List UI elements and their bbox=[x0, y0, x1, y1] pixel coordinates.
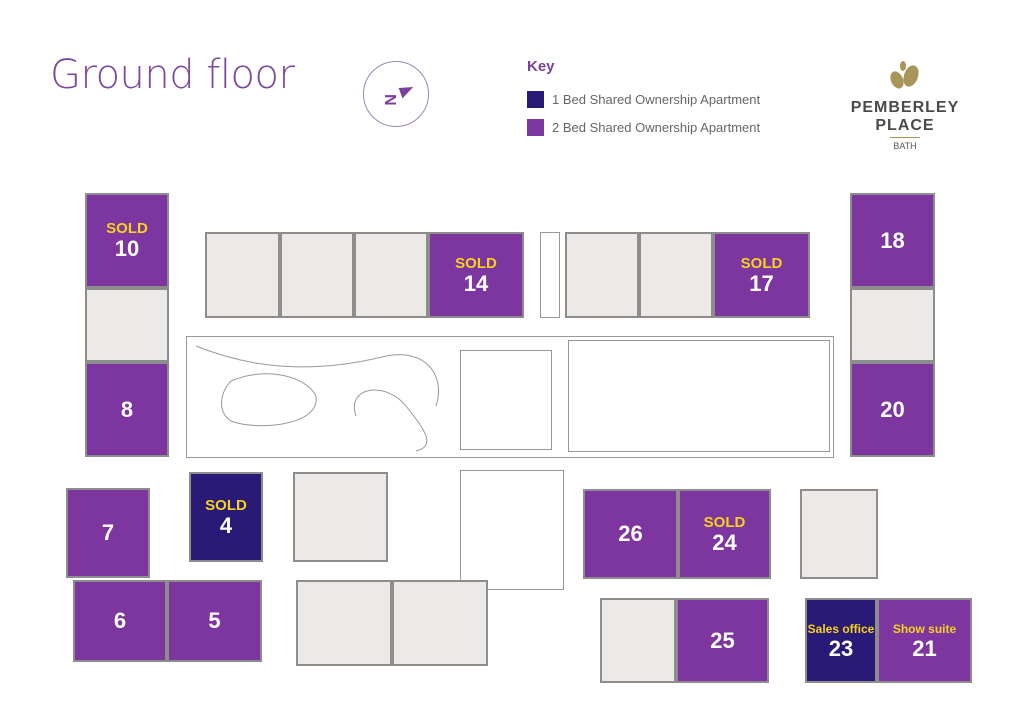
unit-number: 24 bbox=[712, 529, 737, 555]
compass: N bbox=[363, 61, 429, 127]
landscaping-outline bbox=[195, 345, 440, 452]
unit-number: 20 bbox=[880, 396, 905, 422]
unavailable-unit bbox=[280, 232, 354, 318]
unavailable-unit bbox=[85, 288, 169, 362]
unit-label: Sales office bbox=[807, 621, 875, 636]
legend-label: 1 Bed Shared Ownership Apartment bbox=[552, 91, 761, 107]
garden-area bbox=[568, 340, 830, 452]
unavailable-unit bbox=[565, 232, 639, 318]
unit-number: 17 bbox=[749, 270, 774, 296]
unavailable-unit bbox=[205, 232, 280, 318]
unit-5[interactable]: 5 bbox=[167, 580, 262, 662]
unit-number: 10 bbox=[114, 236, 140, 261]
courtyard-outline bbox=[186, 336, 834, 458]
unavailable-unit bbox=[293, 472, 388, 562]
unavailable-unit bbox=[296, 580, 392, 666]
unit-18[interactable]: 18 bbox=[850, 193, 935, 288]
unit-number: 23 bbox=[828, 635, 854, 661]
unit-26[interactable]: 26 bbox=[583, 489, 678, 579]
unavailable-unit bbox=[354, 232, 428, 318]
unit-number: 26 bbox=[618, 521, 643, 546]
legend-label: 2 Bed Shared Ownership Apartment bbox=[552, 119, 761, 135]
legend-title: Key bbox=[527, 58, 555, 75]
unit-status: SOLD bbox=[455, 254, 497, 272]
unavailable-unit bbox=[850, 288, 935, 362]
unit-number: 8 bbox=[120, 396, 134, 422]
svg-text:N: N bbox=[383, 94, 400, 106]
unit-10[interactable]: SOLD 10 bbox=[85, 193, 169, 288]
unit-17[interactable]: SOLD 17 bbox=[713, 232, 810, 318]
stair-core bbox=[540, 232, 560, 318]
courtyard-feature bbox=[460, 350, 552, 450]
unit-number: 25 bbox=[710, 627, 735, 653]
unit-6[interactable]: 6 bbox=[73, 580, 167, 662]
brand-name: PEMBERLEY PLACE bbox=[850, 99, 960, 134]
brand-location: BATH bbox=[893, 141, 917, 151]
legend: Key 1 Bed Shared Ownership Apartment 2 B… bbox=[527, 58, 760, 141]
legend-item-2-bed: 2 Bed Shared Ownership Apartment bbox=[527, 113, 760, 141]
unit-number: 7 bbox=[101, 520, 115, 545]
unavailable-unit bbox=[600, 598, 676, 683]
unavailable-unit bbox=[392, 580, 488, 666]
unit-25[interactable]: 25 bbox=[676, 598, 769, 683]
unit-status: SOLD bbox=[106, 220, 148, 237]
unit-4[interactable]: SOLD 4 bbox=[189, 472, 263, 562]
legend-swatch-2-bed bbox=[527, 118, 544, 136]
unit-7[interactable]: 7 bbox=[66, 488, 150, 578]
unit-8[interactable]: 8 bbox=[85, 362, 169, 457]
unit-label: Show suite bbox=[892, 621, 957, 636]
unit-number: 6 bbox=[113, 608, 127, 633]
unit-number: 5 bbox=[208, 608, 221, 633]
logo-divider bbox=[890, 137, 920, 138]
leaf-logo-icon bbox=[890, 61, 919, 89]
legend-swatch-1-bed bbox=[527, 90, 544, 108]
unit-number: 4 bbox=[219, 512, 233, 538]
unit-status: SOLD bbox=[205, 496, 247, 514]
unit-14[interactable]: SOLD 14 bbox=[428, 232, 524, 318]
unavailable-unit bbox=[800, 489, 878, 579]
unit-21-show-suite[interactable]: Show suite 21 bbox=[877, 598, 972, 683]
brand-logo: PEMBERLEY PLACE BATH bbox=[820, 60, 990, 151]
central-lobby bbox=[460, 470, 564, 590]
unit-20[interactable]: 20 bbox=[850, 362, 935, 457]
unit-number: 21 bbox=[912, 635, 937, 661]
page-title: Ground floor bbox=[50, 52, 295, 98]
unavailable-unit bbox=[639, 232, 713, 318]
unit-24[interactable]: SOLD 24 bbox=[678, 489, 771, 579]
unit-status: SOLD bbox=[740, 254, 783, 272]
unit-status: SOLD bbox=[703, 513, 746, 531]
unit-23-sales-office[interactable]: Sales office 23 bbox=[805, 598, 877, 683]
unit-number: 14 bbox=[463, 270, 489, 296]
unit-number: 18 bbox=[880, 227, 905, 253]
north-arrow-icon: N bbox=[383, 86, 414, 106]
legend-item-1-bed: 1 Bed Shared Ownership Apartment bbox=[527, 85, 760, 113]
